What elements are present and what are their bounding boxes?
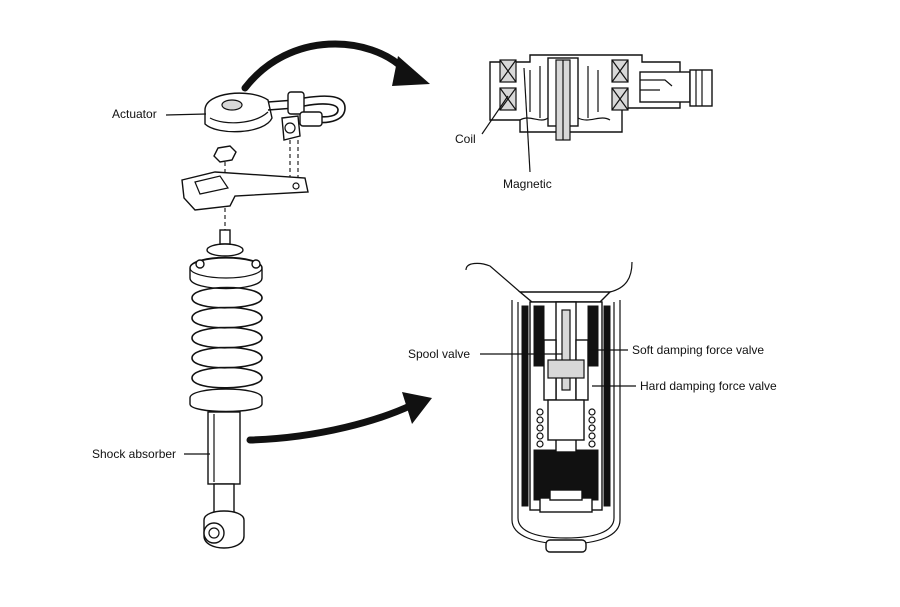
arrow-bottom (246, 392, 432, 444)
leader-lines (165, 67, 636, 455)
label-soft-damping-force-valve: Soft damping force valve (632, 343, 765, 357)
nut (213, 145, 237, 182)
strut-assembly (189, 229, 263, 549)
label-coil: Coil (455, 132, 476, 146)
arrow-top (241, 40, 430, 92)
label-shock-absorber: Shock absorber (92, 447, 177, 461)
bracket (181, 171, 309, 230)
label-magnetic: Magnetic (503, 177, 552, 191)
actuator-assembly (204, 91, 346, 190)
label-actuator: Actuator (112, 107, 157, 121)
actuator-cross-section (489, 54, 713, 141)
shock-cross-section (465, 261, 633, 553)
label-spool-valve: Spool valve (408, 347, 471, 361)
label-hard-damping-force-valve: Hard damping force valve (640, 379, 777, 393)
